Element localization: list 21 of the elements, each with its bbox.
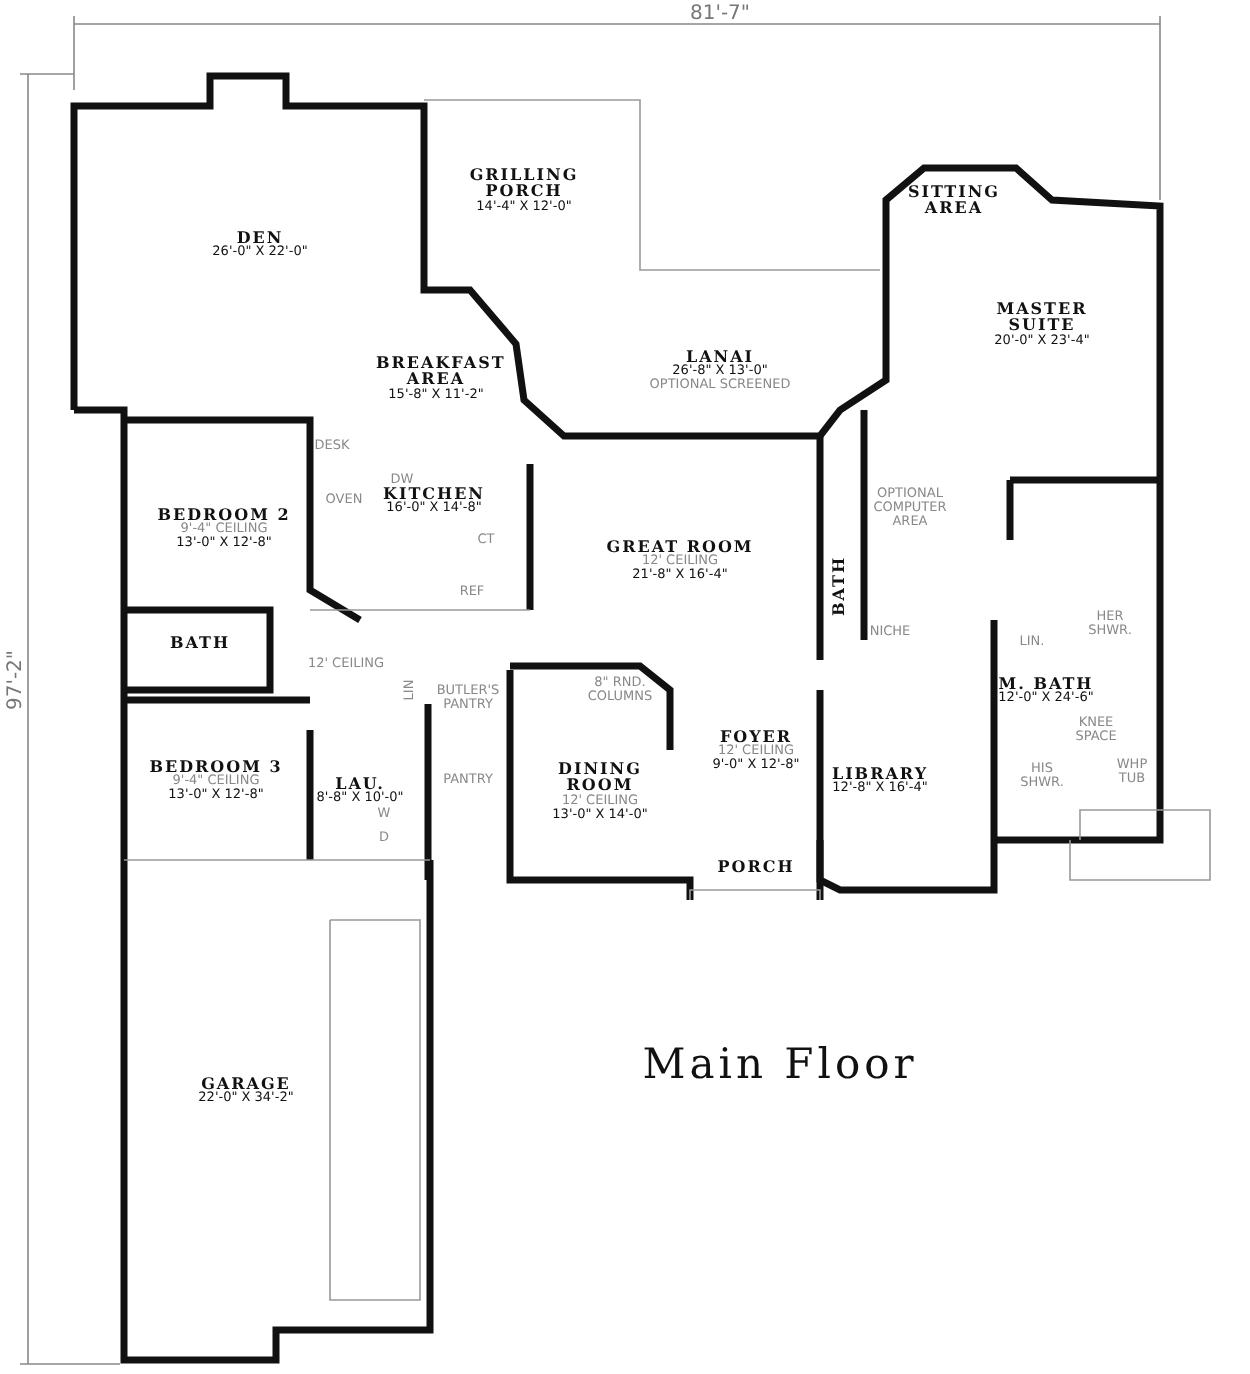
plan-title: Main Floor [642, 1040, 918, 1088]
room-name: BATH [167, 633, 233, 651]
room-name: GARAGE [200, 1074, 292, 1092]
room-name: PORCH [715, 857, 797, 875]
room-name: FOYER [717, 728, 795, 745]
room-name: MASTER SUITE [996, 300, 1088, 334]
room-name: LANAI [685, 348, 755, 365]
room-name: DINING ROOM [556, 759, 644, 794]
room-name: DEN [236, 228, 284, 246]
room-name: GRILLING PORCH [467, 166, 581, 200]
room-name: BEDROOM 3 [147, 758, 285, 775]
dimension-text: 97'-2" [5, 649, 27, 711]
room-name: LIBRARY [829, 764, 931, 782]
room-name: KITCHEN [381, 484, 487, 502]
room-name: GREAT ROOM [604, 538, 756, 555]
room-name: BATH [829, 555, 847, 617]
room-name: M. BATH [996, 674, 1096, 692]
room-name: LAU. [335, 774, 385, 792]
dimension-text: 81'-7" [689, 3, 751, 25]
room-name: BEDROOM 2 [155, 506, 293, 523]
room-name: SITTING AREA [905, 183, 1003, 217]
